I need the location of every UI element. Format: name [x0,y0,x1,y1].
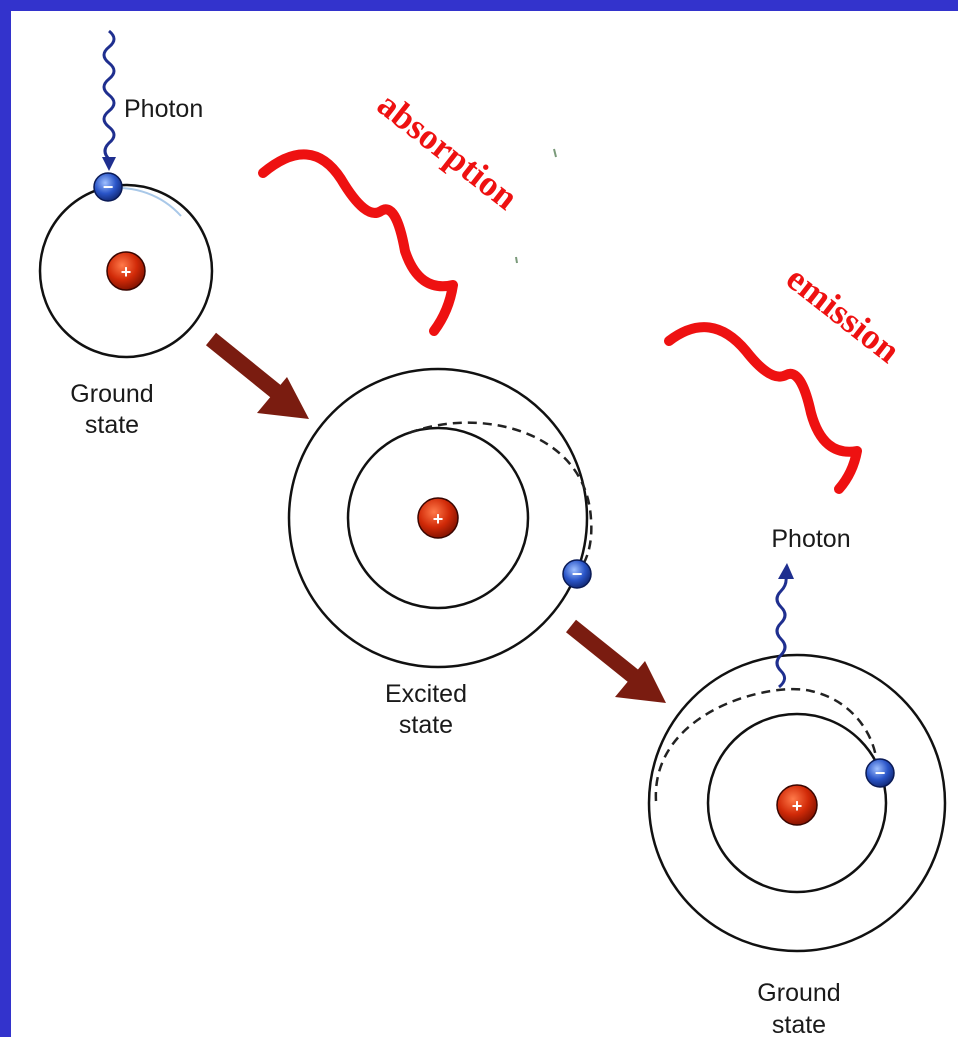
nucleus-icon: + [417,497,459,539]
atom-ground-state-2: + − Photon Ground state [647,525,947,1039]
electron-sign: − [103,177,114,197]
curly-brace-icon [664,322,862,494]
orbit-ring [38,183,214,359]
nucleus-icon: + [776,784,818,826]
inner-orbit-ring [346,426,530,610]
outer-orbit-ring [287,367,589,669]
inner-orbit-ring [706,712,888,894]
atom-transition-diagram: + − Photon Ground state + − Excited s [38,29,947,1039]
ground-state-label-line1: Ground [70,380,153,408]
excited-state-label-line1: Excited [385,680,467,708]
photon-wave-icon [102,29,116,171]
atom-excited-state: + − Excited state [287,367,593,739]
outer-orbit-ring [647,653,947,953]
nucleus-sign: + [792,796,803,816]
transition-arrow-icon [205,332,309,419]
ground-state-label-line2: state [772,1011,826,1039]
photon-label: Photon [124,95,203,123]
excited-state-label-line2: state [399,711,453,739]
electron-icon: − [865,758,895,788]
electron-sign: − [875,763,886,783]
dashed-transition-path [408,421,593,574]
absorption-annotation: absorption [258,84,526,336]
diagram-canvas: + − Photon Ground state + − Excited s [11,11,958,1039]
emission-annotation: emission [664,258,908,494]
nucleus-sign: + [433,509,444,529]
atom-ground-state-1: + − Photon Ground state [38,29,214,439]
ground-state-label-line2: state [85,411,139,439]
absorption-label: absorption [370,84,525,218]
dashed-transition-path [654,687,879,802]
nucleus-sign: + [121,262,132,282]
emission-label: emission [779,258,908,371]
photon-wave-icon [775,563,794,689]
electron-sign: − [572,564,583,584]
curly-brace-icon [258,149,458,336]
electron-icon: − [562,559,592,589]
nucleus-icon: + [106,251,146,291]
photon-label: Photon [771,525,850,553]
transition-arrow-icon [565,619,666,703]
electron-icon: − [93,172,123,202]
ground-state-label-line1: Ground [757,979,840,1007]
specks [515,148,557,264]
